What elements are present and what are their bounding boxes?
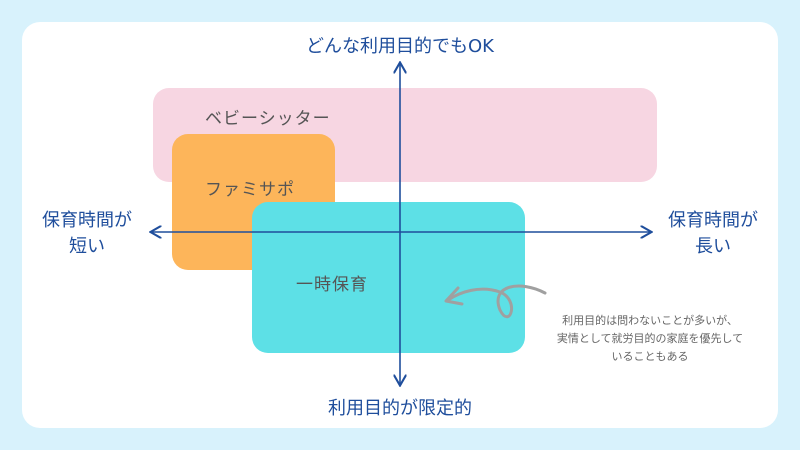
temporary-childcare-label: 一時保育 [296, 275, 368, 295]
axis-right-line1: 保育時間が [668, 210, 758, 231]
axis-bottom-label: 利用目的が限定的 [328, 398, 472, 419]
note-line3: いることもある [611, 350, 689, 363]
axis-right-line2: 長い [695, 236, 731, 257]
note-line2: 実情として就労目的の家庭を優先して [556, 332, 744, 345]
temporary-childcare-region [252, 202, 525, 353]
axis-left-line1: 保育時間が [42, 210, 132, 231]
babysitter-label: ベビーシッター [205, 109, 331, 129]
axis-left-line2: 短い [69, 236, 105, 257]
axis-top-label: どんな利用目的でもOK [306, 36, 494, 57]
annotation-note: 利用目的は問わないことが多いが、 実情として就労目的の家庭を優先して いることも… [530, 312, 770, 366]
axis-left-label: 保育時間が 短い [32, 208, 142, 260]
curly-arrow-icon [446, 284, 547, 319]
note-line1: 利用目的は問わないことが多いが、 [562, 314, 738, 327]
axis-right-label: 保育時間が 長い [658, 208, 768, 260]
family-support-label: ファミサポ [205, 180, 295, 200]
